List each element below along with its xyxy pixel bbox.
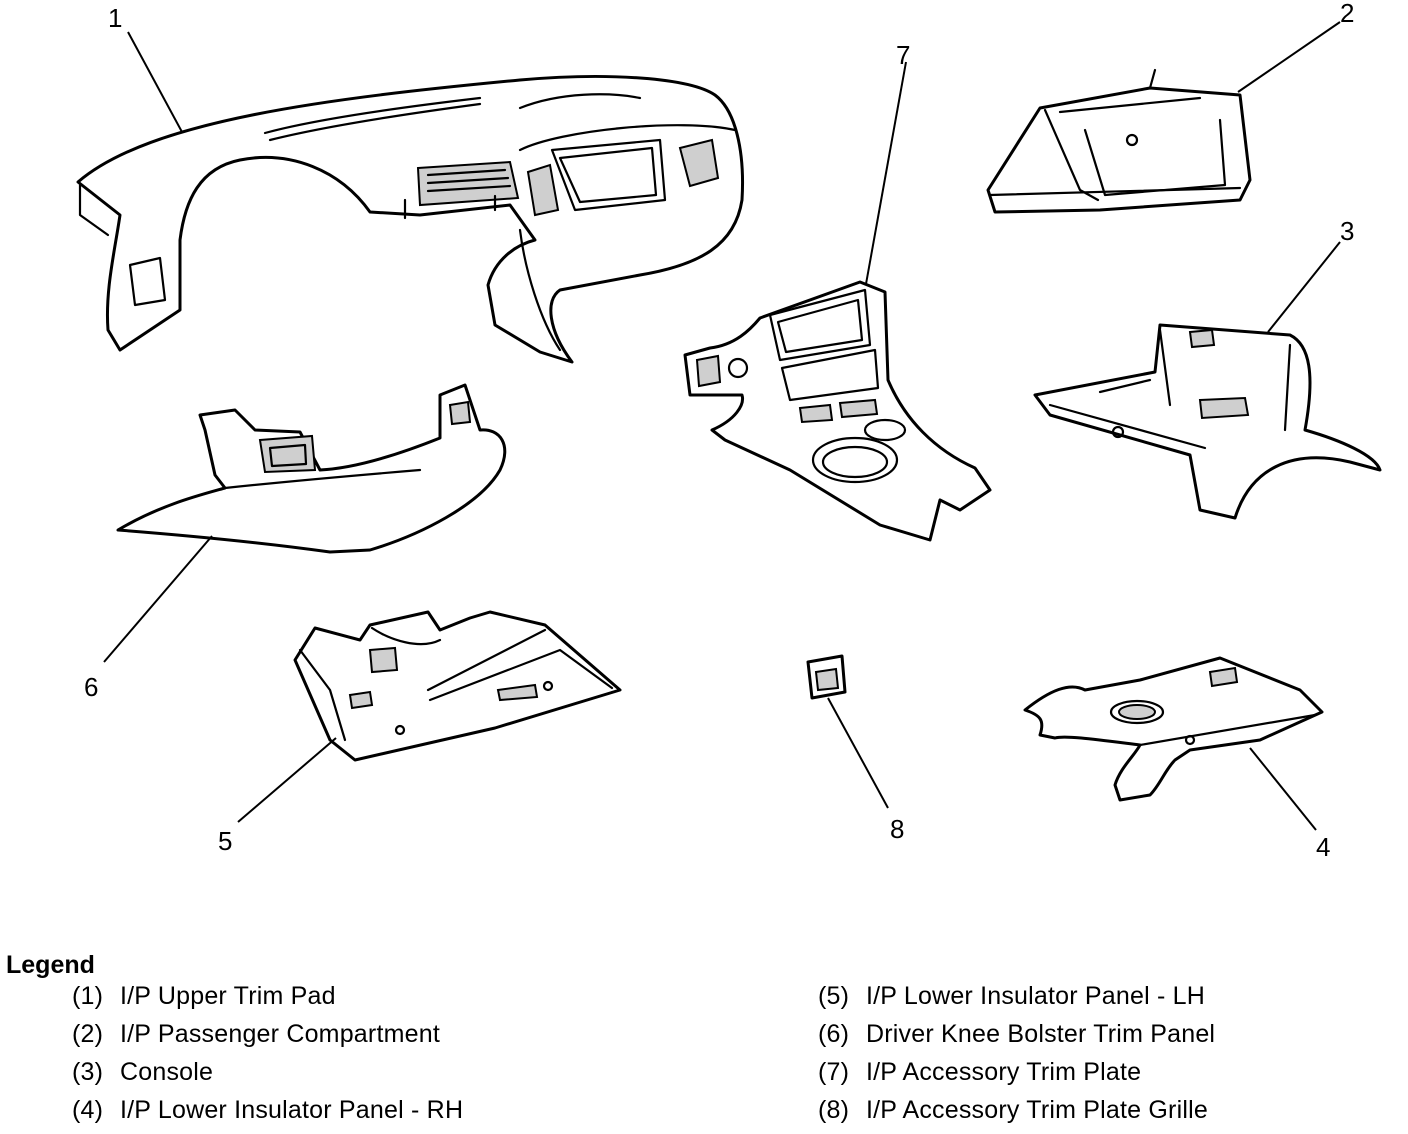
parts-diagram: 1 2 3 4 5 6 7 8	[76, 0, 1382, 862]
legend-item-7: (7) I/P Accessory Trim Plate	[818, 1058, 1141, 1087]
callout-6: 6	[84, 672, 98, 702]
legend-item-label: I/P Accessory Trim Plate	[866, 1058, 1142, 1086]
legend-item-label: Console	[120, 1058, 214, 1086]
leader-line-1	[127, 31, 183, 133]
leader-line-8	[827, 697, 889, 809]
legend-item-number: (3)	[72, 1058, 104, 1086]
legend-item-3: (3) Console	[72, 1058, 213, 1087]
callout-8: 8	[890, 814, 904, 844]
legend-item-number: (7)	[818, 1058, 850, 1086]
callout-3: 3	[1340, 216, 1354, 246]
legend-item-label: I/P Lower Insulator Panel - RH	[120, 1096, 464, 1124]
legend-item-number: (4)	[72, 1096, 104, 1124]
legend-item-2: (2) I/P Passenger Compartment	[72, 1020, 440, 1049]
legend-item-4: (4) I/P Lower Insulator Panel - RH	[72, 1096, 463, 1125]
part-5-lower-insulator-lh	[293, 610, 622, 762]
legend-item-label: I/P Passenger Compartment	[120, 1020, 440, 1048]
part-1-upper-trim-pad	[76, 75, 744, 364]
legend-item-number: (6)	[818, 1020, 850, 1048]
legend-item-number: (5)	[818, 982, 850, 1010]
leader-line-7	[865, 61, 907, 285]
legend-item-8: (8) I/P Accessory Trim Plate Grille	[818, 1096, 1208, 1125]
leader-line-6	[103, 535, 213, 663]
callout-7: 7	[896, 40, 910, 70]
callout-4: 4	[1316, 832, 1330, 862]
legend-item-label: I/P Upper Trim Pad	[120, 982, 336, 1010]
callout-2: 2	[1340, 0, 1354, 28]
legend-item-label: Driver Knee Bolster Trim Panel	[866, 1020, 1216, 1048]
callout-1: 1	[108, 3, 122, 33]
part-2-passenger-compartment	[986, 68, 1252, 214]
part-7-accessory-trim-plate	[683, 280, 992, 542]
legend-item-number: (1)	[72, 982, 104, 1010]
legend-item-label: I/P Lower Insulator Panel - LH	[866, 982, 1206, 1010]
legend-title: Legend	[6, 951, 95, 979]
legend-item-number: (8)	[818, 1096, 850, 1124]
leader-line-2	[1237, 21, 1341, 93]
legend-item-label: I/P Accessory Trim Plate Grille	[866, 1096, 1208, 1124]
legend-item-number: (2)	[72, 1020, 104, 1048]
legend-item-6: (6) Driver Knee Bolster Trim Panel	[818, 1020, 1215, 1049]
part-6-knee-bolster	[116, 383, 507, 554]
part-4-lower-insulator-rh	[1023, 656, 1324, 802]
legend-item-5: (5) I/P Lower Insulator Panel - LH	[818, 982, 1205, 1011]
part-8-trim-plate-grille	[806, 654, 847, 700]
leader-line-3	[1267, 241, 1341, 333]
callout-5: 5	[218, 826, 232, 856]
legend-item-1: (1) I/P Upper Trim Pad	[72, 982, 336, 1011]
part-3-console	[1033, 323, 1382, 520]
leader-line-5	[237, 737, 337, 823]
leader-line-4	[1249, 747, 1317, 831]
